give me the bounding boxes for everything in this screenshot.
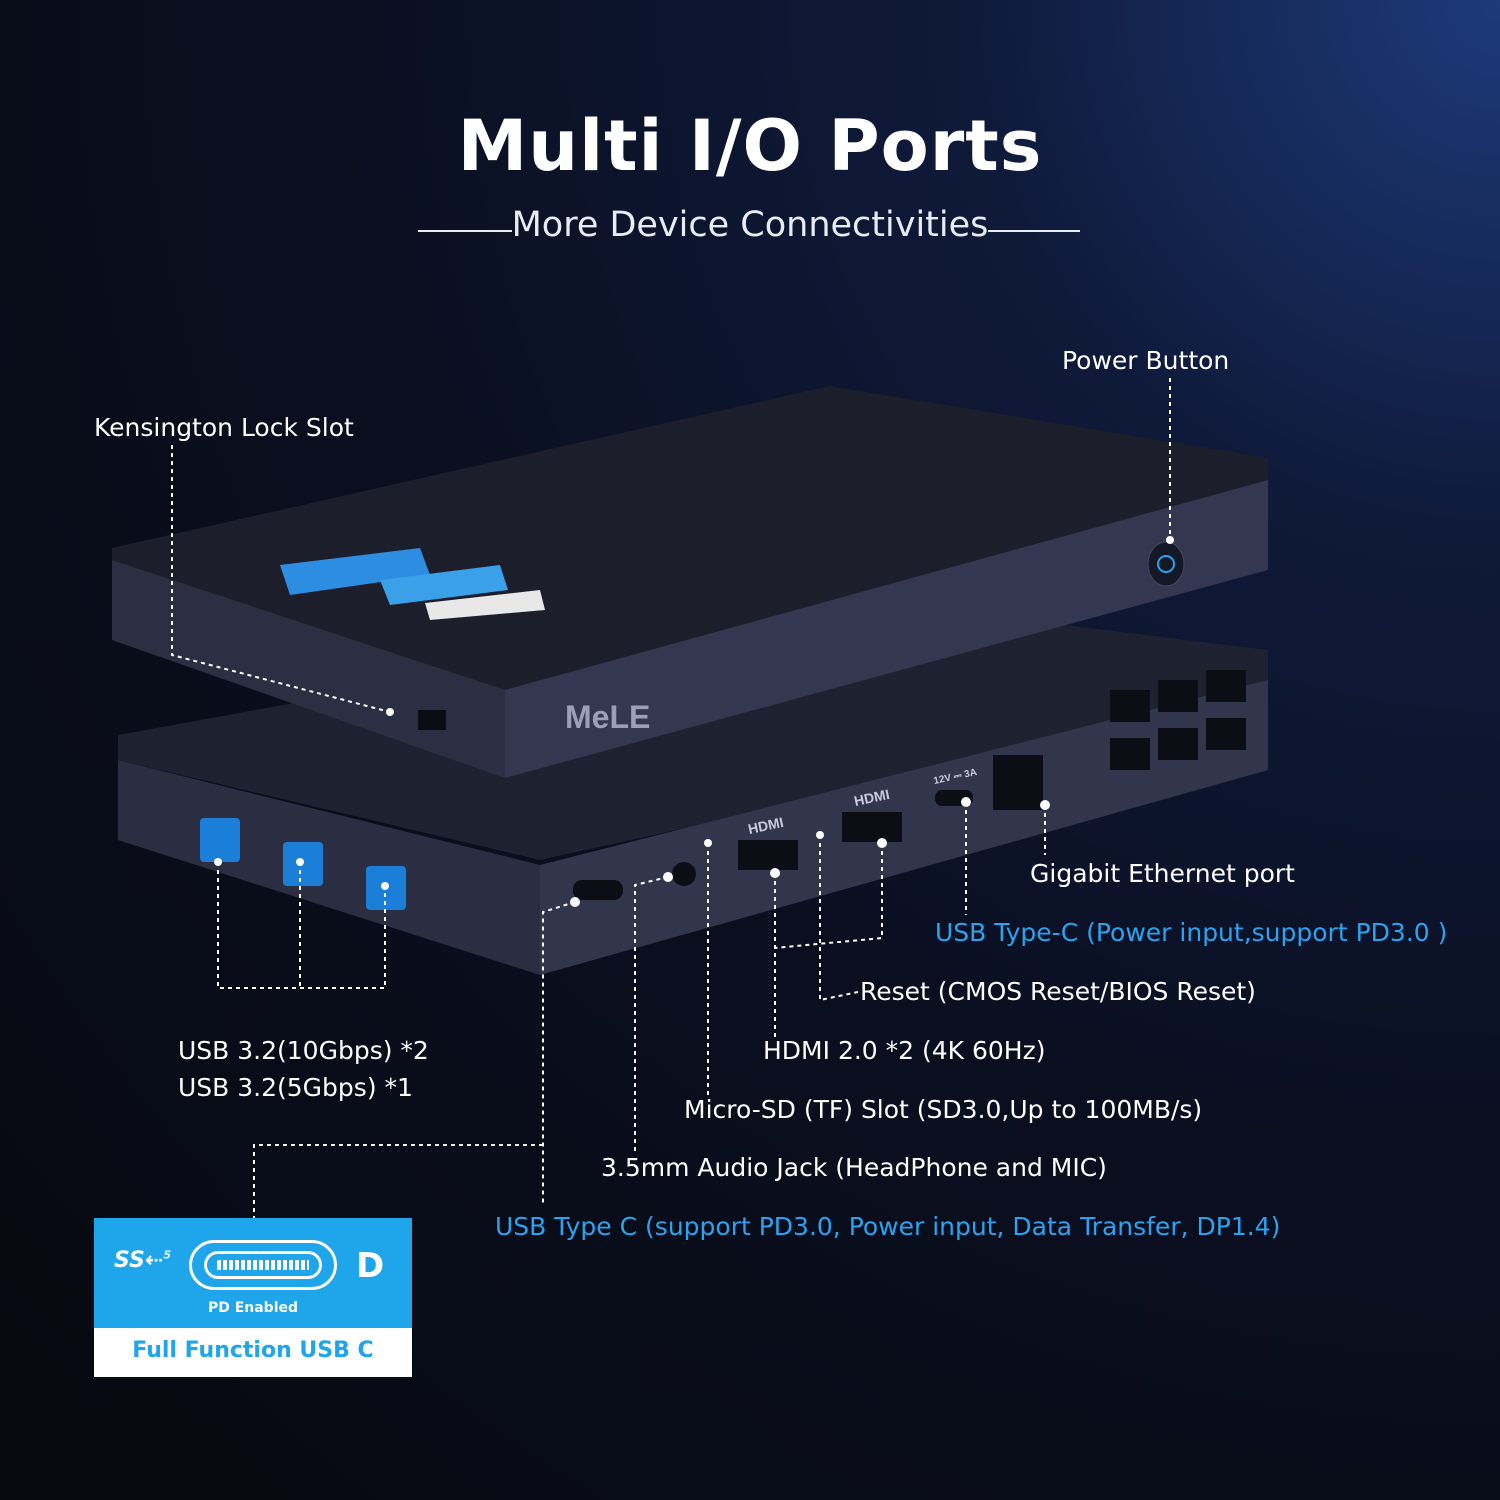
subtitle-divider-right xyxy=(988,230,1080,232)
label-audio: 3.5mm Audio Jack (HeadPhone and MIC) xyxy=(601,1153,1107,1182)
superspeed-usb-icon: SS⇠5 xyxy=(114,1248,171,1273)
hdmi-sticker xyxy=(425,590,545,620)
intel-sticker xyxy=(380,565,508,605)
hdmi-1-marking: HDMI xyxy=(747,814,785,837)
badge-caption: Full Function USB C xyxy=(132,1338,374,1363)
displayport-icon: D xyxy=(356,1246,385,1286)
label-reset: Reset (CMOS Reset/BIOS Reset) xyxy=(860,977,1256,1006)
leader-dots xyxy=(214,536,1174,907)
label-usb-a-10gbps: USB 3.2(10Gbps) *2 xyxy=(178,1036,429,1065)
pd-enabled-text: PD Enabled xyxy=(207,1300,299,1316)
windows-sticker xyxy=(280,548,430,595)
label-usb-a-5gbps: USB 3.2(5Gbps) *1 xyxy=(178,1073,413,1102)
top-unit-left-face xyxy=(112,560,505,778)
label-hdmi: HDMI 2.0 *2 (4K 60Hz) xyxy=(763,1036,1046,1065)
vent-grille xyxy=(1110,670,1246,770)
ethernet-port xyxy=(993,755,1043,810)
power-icon xyxy=(1157,555,1175,573)
hdmi-2-marking: HDMI xyxy=(853,786,891,809)
page-title: Multi I/O Ports xyxy=(457,105,1043,187)
label-usbc-full: USB Type C (support PD3.0, Power input, … xyxy=(495,1212,1281,1241)
usbc-port-front xyxy=(573,880,623,900)
label-ethernet: Gigabit Ethernet port xyxy=(1030,859,1295,888)
bottom-unit-left-face xyxy=(118,760,540,975)
hdmi-port-1 xyxy=(738,840,798,870)
badge-blue-panel: SS⇠5 D PD Enabled xyxy=(94,1218,412,1328)
subtitle-divider-left xyxy=(418,230,512,232)
usbc-pins-icon xyxy=(217,1260,309,1270)
kensington-slot xyxy=(418,710,446,730)
top-unit-top-face xyxy=(112,386,1268,690)
hdmi-port-2 xyxy=(842,812,902,842)
page-subtitle: More Device Connectivities xyxy=(511,205,989,245)
brand-logo: MeLE xyxy=(565,699,650,735)
audio-jack xyxy=(672,862,696,886)
bottom-unit-front-face xyxy=(540,680,1268,975)
label-power-button: Power Button xyxy=(1062,346,1230,375)
usbc-feature-badge: SS⇠5 D PD Enabled Full Function USB C xyxy=(94,1218,412,1377)
bottom-unit-top xyxy=(118,600,1268,860)
label-kensington: Kensington Lock Slot xyxy=(94,413,354,442)
usbc-port-icon xyxy=(189,1240,337,1290)
power-button xyxy=(1147,541,1185,587)
label-microsd: Micro-SD (TF) Slot (SD3.0,Up to 100MB/s) xyxy=(684,1095,1203,1124)
leader-lines xyxy=(171,378,1171,1218)
label-usbc-power: USB Type-C (Power input,support PD3.0 ) xyxy=(935,918,1448,947)
usb-a-port-1 xyxy=(200,818,240,862)
top-unit-front-face xyxy=(505,480,1268,778)
